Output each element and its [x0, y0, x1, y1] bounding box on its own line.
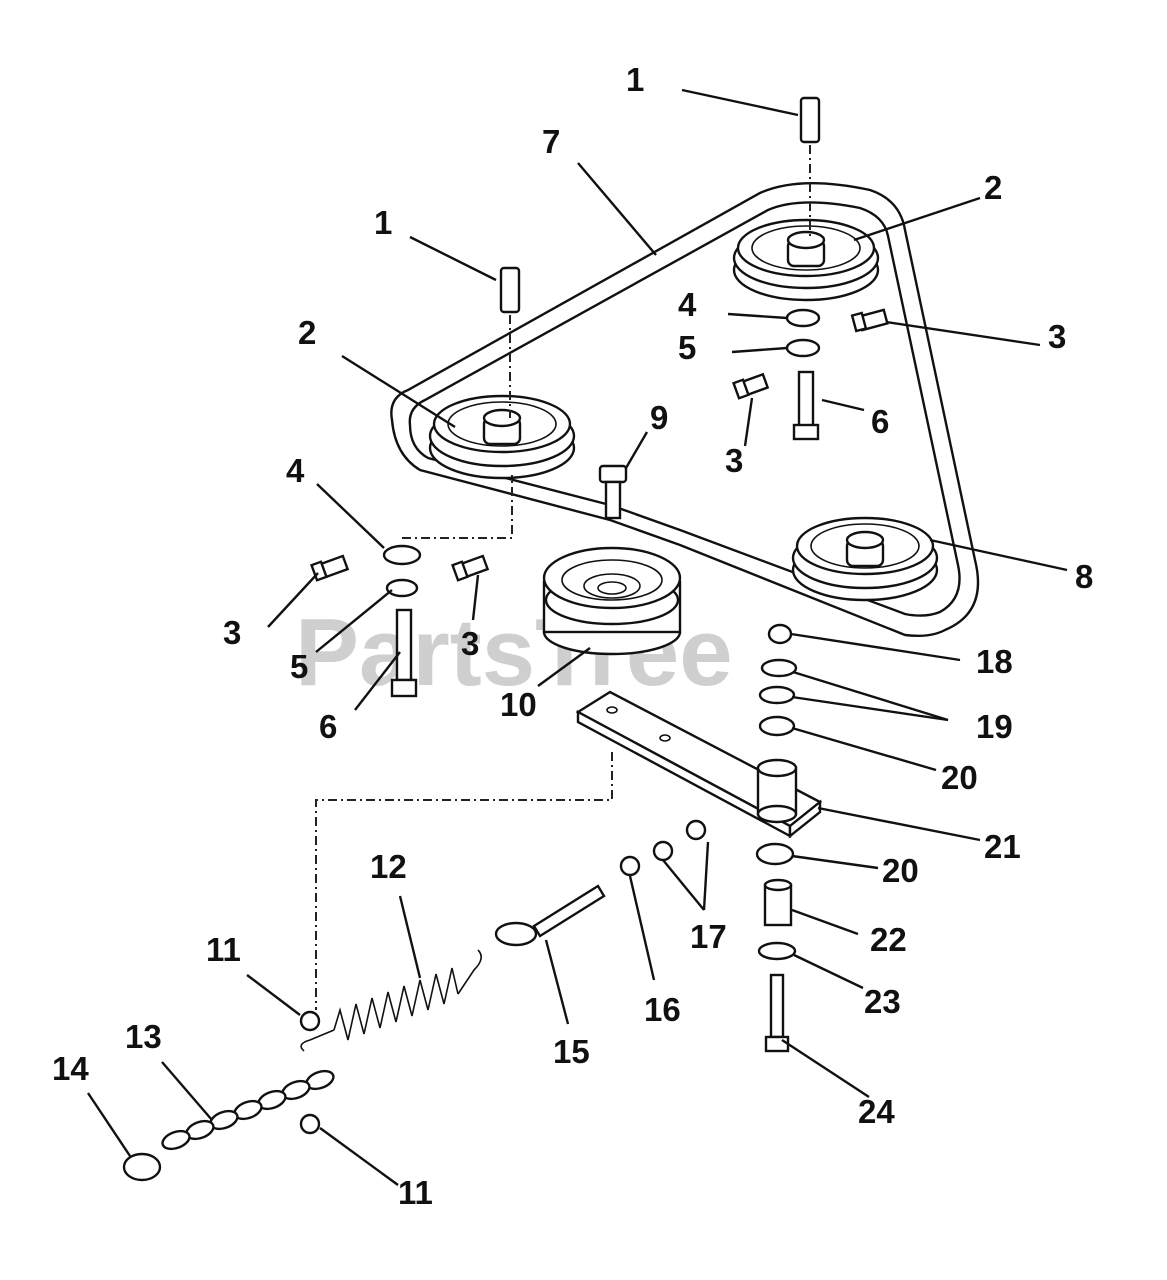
pin-top: [799, 96, 821, 240]
callout-14: 14: [52, 1050, 89, 1087]
washer-19-a: [760, 658, 798, 678]
callout-19: 19: [976, 708, 1013, 745]
chain-13: [161, 1069, 335, 1151]
ring-14: [122, 1152, 162, 1182]
spacer-22: [763, 878, 793, 927]
washer-19-b: [758, 685, 796, 705]
idler-bracket: [575, 690, 823, 839]
callout-3-left: 3: [223, 614, 241, 651]
callout-13: 13: [125, 1018, 162, 1055]
callout-2-right: 2: [984, 169, 1002, 206]
callout-2-left: 2: [298, 314, 316, 351]
callout-3-right: 3: [1048, 318, 1066, 355]
callout-9: 9: [650, 399, 668, 436]
pin-left: [499, 266, 521, 418]
callout-3-mid: 3: [461, 625, 479, 662]
pulley-top-right: [732, 218, 880, 302]
nut-11-bottom: [299, 1113, 321, 1135]
washer-5-top: [785, 338, 821, 358]
bolt-9: [598, 464, 628, 520]
guide-line-bracket: [315, 752, 613, 1010]
pulley-left: [428, 394, 576, 480]
bolt-3-top-right: [850, 308, 889, 333]
callout-11-bottom: 11: [398, 1174, 433, 1211]
callout-11-top: 11: [206, 931, 241, 968]
callout-1-top: 1: [626, 61, 644, 98]
guide-line-left: [402, 475, 513, 539]
spring-12: [300, 949, 482, 1052]
washer-4-left: [382, 544, 422, 566]
nut-11-top: [299, 1010, 321, 1032]
bolt-6-left: [390, 608, 418, 698]
leader-lines: [87, 88, 1068, 1186]
washer-23: [757, 941, 797, 961]
nut-18: [767, 623, 793, 645]
washer-5-left: [385, 578, 419, 598]
callout-15: 15: [553, 1033, 590, 1070]
bushing-20-top: [758, 715, 796, 737]
callout-20-top: 20: [941, 759, 978, 796]
pulley-right: [791, 516, 939, 602]
nut-17-b: [685, 819, 707, 841]
callout-20-bottom: 20: [882, 852, 919, 889]
washer-4-top: [785, 308, 821, 328]
callout-18: 18: [976, 643, 1013, 680]
callout-5-top: 5: [678, 329, 696, 366]
callout-1-left: 1: [374, 204, 392, 241]
callout-17: 17: [690, 918, 727, 955]
callout-3-center: 3: [725, 442, 743, 479]
bolt-3-center: [732, 372, 770, 400]
callout-24: 24: [858, 1093, 895, 1130]
nut-17-a: [652, 840, 674, 862]
callout-21: 21: [984, 828, 1021, 865]
callout-22: 22: [870, 921, 907, 958]
callout-8: 8: [1075, 558, 1093, 595]
bolt-3-mid: [451, 554, 490, 582]
nut-16: [619, 855, 641, 877]
bushing-20-bottom: [755, 842, 795, 866]
bolt-6-right: [792, 370, 820, 441]
bolt-24: [764, 973, 790, 1053]
bolt-3-left: [310, 554, 350, 582]
idler-pulley: [542, 546, 682, 656]
callout-5-left: 5: [290, 648, 308, 685]
callout-12: 12: [370, 848, 407, 885]
callout-10: 10: [500, 686, 537, 723]
callout-16: 16: [644, 991, 681, 1028]
callout-6-right: 6: [871, 403, 889, 440]
eye-bolt-15: [494, 884, 606, 947]
callout-4-top: 4: [678, 286, 697, 323]
callout-23: 23: [864, 983, 901, 1020]
callout-4-left: 4: [286, 452, 305, 489]
callout-7: 7: [542, 123, 560, 160]
callout-6-left: 6: [319, 708, 337, 745]
